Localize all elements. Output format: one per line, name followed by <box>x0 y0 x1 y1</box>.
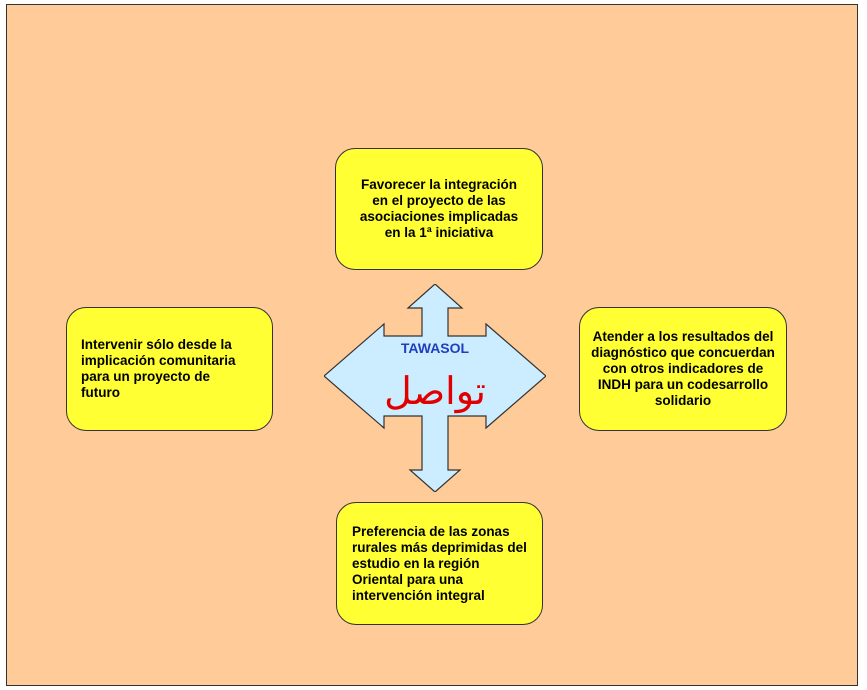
objective-text-bottom: Preferencia de las zonas rurales más dep… <box>352 523 527 603</box>
objective-box-bottom: Preferencia de las zonas rurales más dep… <box>336 502 543 625</box>
objective-box-left: Intervenir sólo desde la implicación com… <box>66 307 273 431</box>
objective-box-right: Atender a los resultados del diagnóstico… <box>579 307 787 431</box>
objective-box-top: Favorecer la integración en el proyecto … <box>335 148 543 270</box>
objective-text-left: Intervenir sólo desde la implicación com… <box>81 337 236 400</box>
four-way-arrow <box>324 284 546 492</box>
center-label-latin: TAWASOL <box>400 340 470 356</box>
objective-text-right: Atender a los resultados del diagnóstico… <box>591 329 775 408</box>
four-way-arrow-shape <box>324 284 546 492</box>
objective-text-top: Favorecer la integración en el proyecto … <box>359 177 519 240</box>
center-label-arabic: تواصل <box>384 369 486 413</box>
